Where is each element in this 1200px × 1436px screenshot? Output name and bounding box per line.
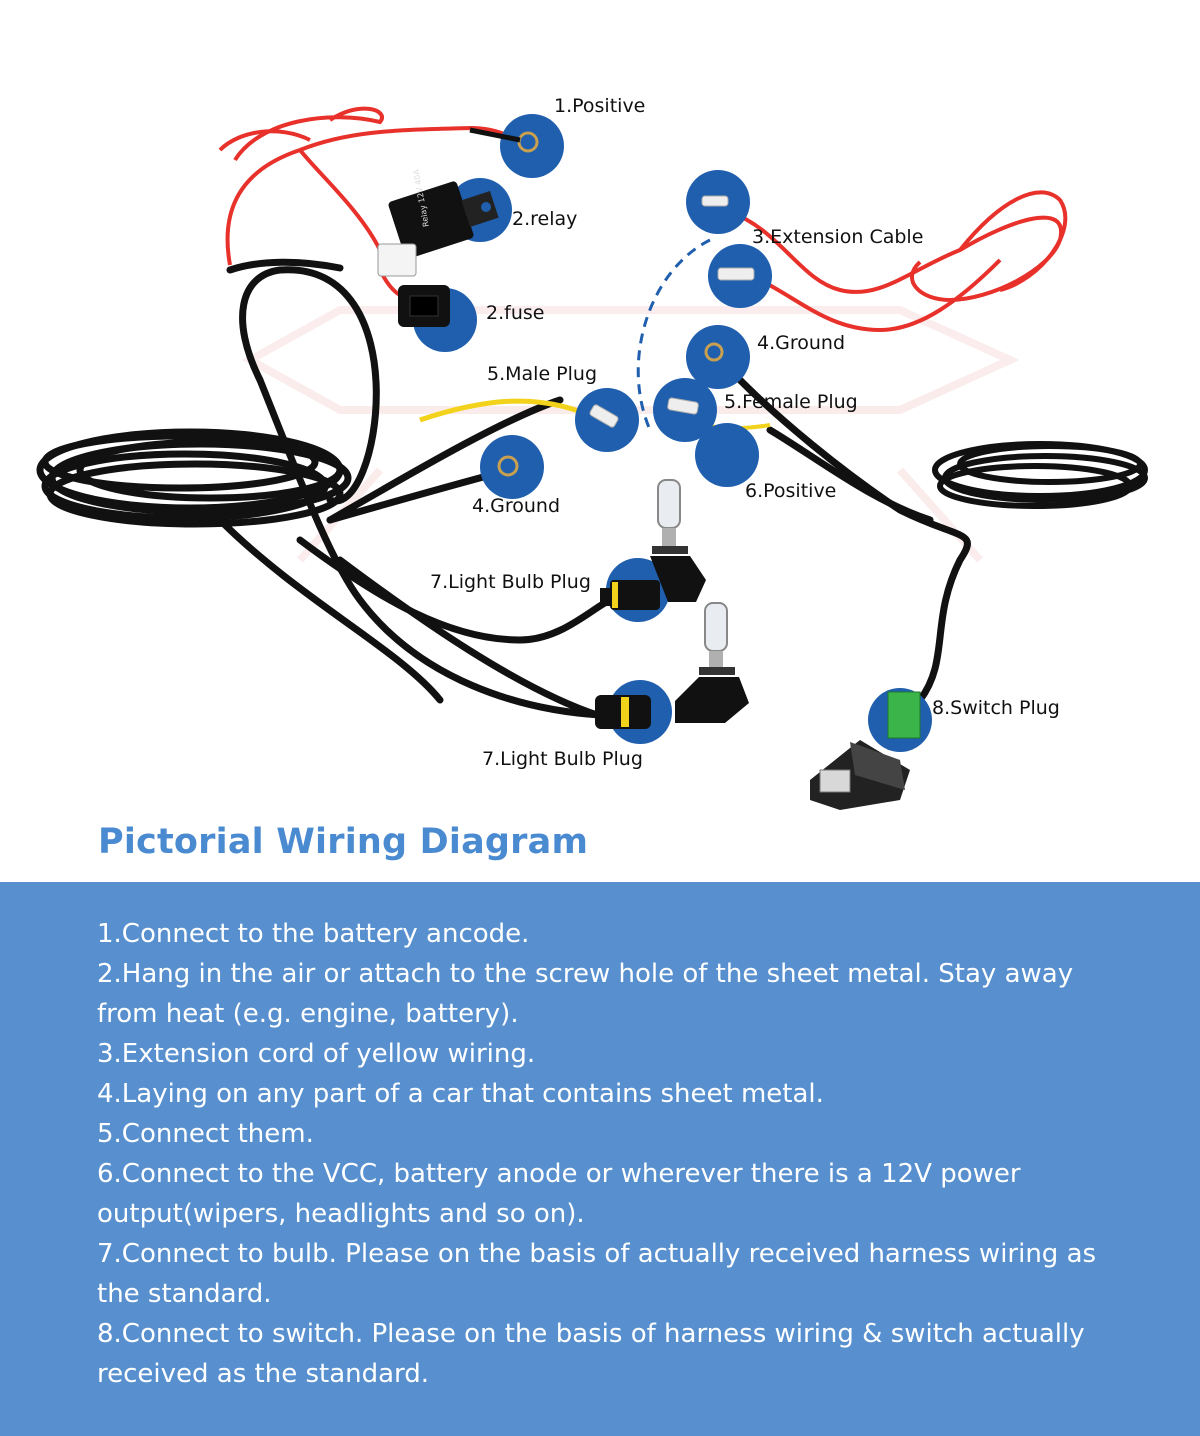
- label-switch-plug: 8.Switch Plug: [932, 697, 1060, 719]
- instructions-list: 1.Connect to the battery ancode. 2.Hang …: [97, 914, 1107, 1394]
- marker-ground-upper: [686, 325, 750, 389]
- positive-lead: [469, 127, 521, 143]
- fuse-icon: [398, 285, 450, 327]
- instruction-item: 1.Connect to the battery ancode.: [97, 919, 530, 949]
- marker-positive-1: [500, 114, 564, 178]
- label-female-plug: 5.Female Plug: [724, 391, 858, 413]
- label-extension-cable: 3.Extension Cable: [752, 226, 924, 248]
- red-extension-cable: [729, 190, 1068, 333]
- connector-icon: [589, 195, 755, 428]
- relay-icon: Relay 12V 40A: [377, 168, 499, 277]
- instruction-item: 2.Hang in the air or attach to the screw…: [97, 959, 1074, 1029]
- label-light-bulb-plug-upper: 7.Light Bulb Plug: [430, 571, 591, 593]
- black-wires: [216, 258, 971, 720]
- label-ground-lower: 4.Ground: [472, 495, 561, 517]
- instructions-panel: [0, 882, 1200, 1436]
- wiring-diagram-illustration: Relay 12V 40A: [36, 95, 1148, 810]
- instruction-item: 5.Connect them.: [97, 1119, 314, 1149]
- label-positive-1: 1.Positive: [554, 95, 646, 117]
- instruction-item: 8.Connect to switch. Please on the basis…: [97, 1319, 1085, 1389]
- switch-icon: [810, 691, 921, 810]
- label-positive-6: 6.Positive: [745, 480, 837, 502]
- label-relay: 2.relay: [512, 208, 578, 230]
- label-male-plug: 5.Male Plug: [487, 363, 598, 385]
- harness-coil-right: [932, 441, 1148, 509]
- label-ground-upper: 4.Ground: [757, 332, 846, 354]
- marker-ground-lower: [480, 435, 544, 499]
- instruction-item: 4.Laying on any part of a car that conta…: [97, 1079, 824, 1109]
- diagram-title: Pictorial Wiring Diagram: [98, 822, 589, 862]
- instruction-item: 6.Connect to the VCC, battery anode or w…: [97, 1159, 1021, 1229]
- marker-positive-6: [695, 423, 759, 487]
- instruction-item: 3.Extension cord of yellow wiring.: [97, 1039, 536, 1069]
- harness-coil-left: [36, 428, 352, 528]
- label-light-bulb-plug-lower: 7.Light Bulb Plug: [482, 748, 643, 770]
- bulb-icon: [595, 479, 749, 729]
- label-fuse: 2.fuse: [486, 302, 545, 324]
- instruction-item: 7.Connect to bulb. Please on the basis o…: [97, 1239, 1097, 1309]
- connection-dashed-arc: [636, 238, 711, 431]
- wiring-harness-drawing: Relay 12V 40A: [36, 106, 1148, 810]
